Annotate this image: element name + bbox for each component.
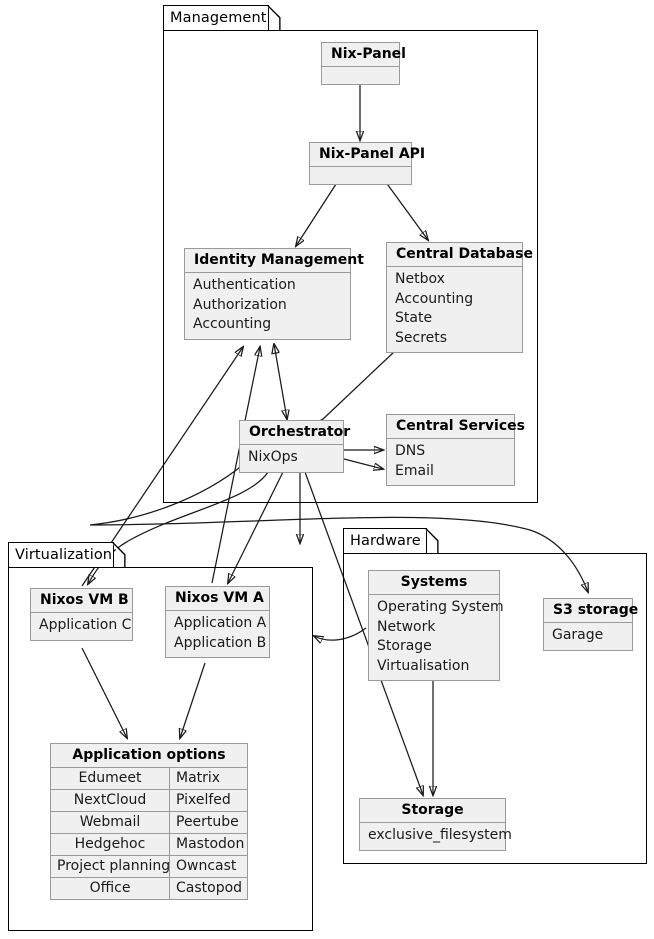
node-identity-management-body: Authentication Authorization Accounting — [185, 273, 350, 339]
node-nixos-vm-b-body: Application C — [31, 613, 132, 640]
node-nixos-vm-b-title: Nixos VM B — [31, 589, 132, 613]
table-cell: Matrix — [176, 770, 221, 786]
node-systems-title: Systems — [369, 571, 499, 595]
node-item: Operating System — [377, 599, 504, 615]
node-item: Virtualisation — [377, 657, 470, 674]
node-orchestrator-title: Orchestrator — [240, 421, 350, 445]
node-nixos-vm-b[interactable]: Nixos VM B Application C — [30, 588, 133, 641]
node-systems-body: Operating System Network Storage Virtual… — [369, 595, 504, 680]
node-central-database-title: Central Database — [387, 243, 533, 267]
node-central-services[interactable]: Central Services DNS Email — [386, 414, 525, 486]
node-storage[interactable]: Storage exclusive_filesystem — [359, 798, 512, 851]
edge-orchestrator-to-s3 — [89, 463, 588, 592]
node-item: Netbox — [395, 271, 445, 287]
node-item: Application A — [174, 615, 267, 631]
node-s3-storage-body: Garage — [544, 623, 632, 650]
table-row: NextCloud Pixelfed — [51, 790, 247, 812]
node-central-services-title: Central Services — [387, 415, 525, 439]
edge-api-to-centraldb — [384, 180, 428, 240]
node-central-database-body: Netbox Accounting State Secrets — [387, 267, 522, 352]
package-tab-ear — [112, 541, 126, 568]
table-application-options[interactable]: Application options Edumeet Matrix NextC… — [50, 743, 248, 900]
node-nixos-vm-a-title: Nixos VM A — [166, 587, 269, 611]
table-cell: Owncast — [176, 858, 237, 874]
node-nix-panel[interactable]: Nix-Panel — [321, 42, 406, 85]
node-s3-storage[interactable]: S3 storage Garage — [543, 598, 638, 651]
table-cell: NextCloud — [51, 790, 170, 811]
package-virtualization-tab: Virtualization — [8, 541, 126, 568]
node-orchestrator-body: NixOps — [240, 445, 343, 472]
table-cell: Peertube — [176, 814, 239, 830]
node-item: Application B — [174, 634, 267, 651]
edge-orchestrator-to-storage — [304, 471, 423, 795]
node-item: Accounting — [395, 290, 474, 307]
node-nix-panel-api-title: Nix-Panel API — [310, 143, 425, 167]
node-item: Application C — [39, 617, 132, 633]
node-identity-management[interactable]: Identity Management Authentication Autho… — [184, 248, 364, 340]
table-row: Edumeet Matrix — [51, 768, 247, 790]
table-cell: Webmail — [51, 812, 170, 833]
edge-vmb-to-appoptions — [81, 647, 127, 738]
node-storage-body: exclusive_filesystem — [360, 823, 512, 850]
node-identity-management-title: Identity Management — [185, 249, 364, 273]
edge-identity-orchestrator — [274, 344, 287, 419]
node-nixos-vm-a-body: Application A Application B — [166, 611, 269, 657]
table-cell: Project planning — [51, 856, 170, 877]
table-cell: Mastodon — [176, 836, 245, 852]
table-row: Project planning Owncast — [51, 856, 247, 878]
package-virtualization — [8, 567, 313, 931]
node-orchestrator[interactable]: Orchestrator NixOps — [239, 420, 350, 473]
node-nixos-vm-a[interactable]: Nixos VM A Application A Application B — [165, 586, 270, 658]
node-storage-title: Storage — [360, 799, 505, 823]
table-cell: Edumeet — [51, 768, 170, 789]
node-s3-storage-title: S3 storage — [544, 599, 638, 623]
package-management-tab: Management — [163, 4, 281, 31]
node-central-database[interactable]: Central Database Netbox Accounting State… — [386, 242, 533, 353]
edge-centraldb-orchestrator — [322, 351, 395, 420]
package-tab-ear — [425, 527, 439, 554]
edge-systems-to-vma — [314, 627, 367, 640]
edge-vma-to-appoptions — [180, 662, 206, 738]
node-item: Secrets — [395, 329, 448, 346]
package-hardware-tab: Hardware — [343, 527, 439, 554]
package-management — [163, 30, 538, 503]
node-nix-panel-title: Nix-Panel — [322, 43, 406, 67]
node-item: Accounting — [193, 316, 272, 332]
node-item: Storage — [377, 638, 432, 654]
package-tab-ear — [267, 4, 281, 31]
edge-orchestrator-to-vma — [228, 471, 284, 583]
node-item: Authorization — [193, 296, 287, 313]
package-hardware — [343, 553, 647, 864]
node-nix-panel-api[interactable]: Nix-Panel API — [309, 142, 425, 185]
package-management-title: Management — [170, 10, 267, 26]
edge-vma-to-identity — [211, 347, 260, 584]
table-cell: Office — [51, 878, 170, 899]
node-nix-panel-body — [322, 67, 399, 84]
node-nix-panel-api-body — [310, 167, 411, 184]
node-item: NixOps — [248, 449, 298, 465]
node-item: State — [395, 310, 433, 326]
node-central-services-body: DNS Email — [387, 439, 514, 485]
node-item: Garage — [552, 627, 604, 643]
table-cell: Hedgehoc — [51, 834, 170, 855]
table-application-options-title: Application options — [51, 744, 247, 768]
table-row: Office Castopod — [51, 878, 247, 899]
edge-orchestrator-to-email — [343, 458, 383, 469]
package-hardware-title: Hardware — [350, 533, 421, 549]
table-cell: Castopod — [176, 880, 243, 896]
node-item: Authentication — [193, 277, 296, 293]
package-virtualization-title: Virtualization — [15, 547, 113, 563]
node-item: DNS — [395, 443, 426, 459]
edge-api-to-identity — [296, 180, 339, 246]
node-systems[interactable]: Systems Operating System Network Storage… — [368, 570, 504, 681]
node-item: exclusive_filesystem — [368, 827, 512, 843]
node-item: Email — [395, 462, 434, 479]
table-row: Hedgehoc Mastodon — [51, 834, 247, 856]
table-cell: Pixelfed — [176, 792, 231, 808]
node-item: Network — [377, 618, 436, 635]
table-row: Webmail Peertube — [51, 812, 247, 834]
